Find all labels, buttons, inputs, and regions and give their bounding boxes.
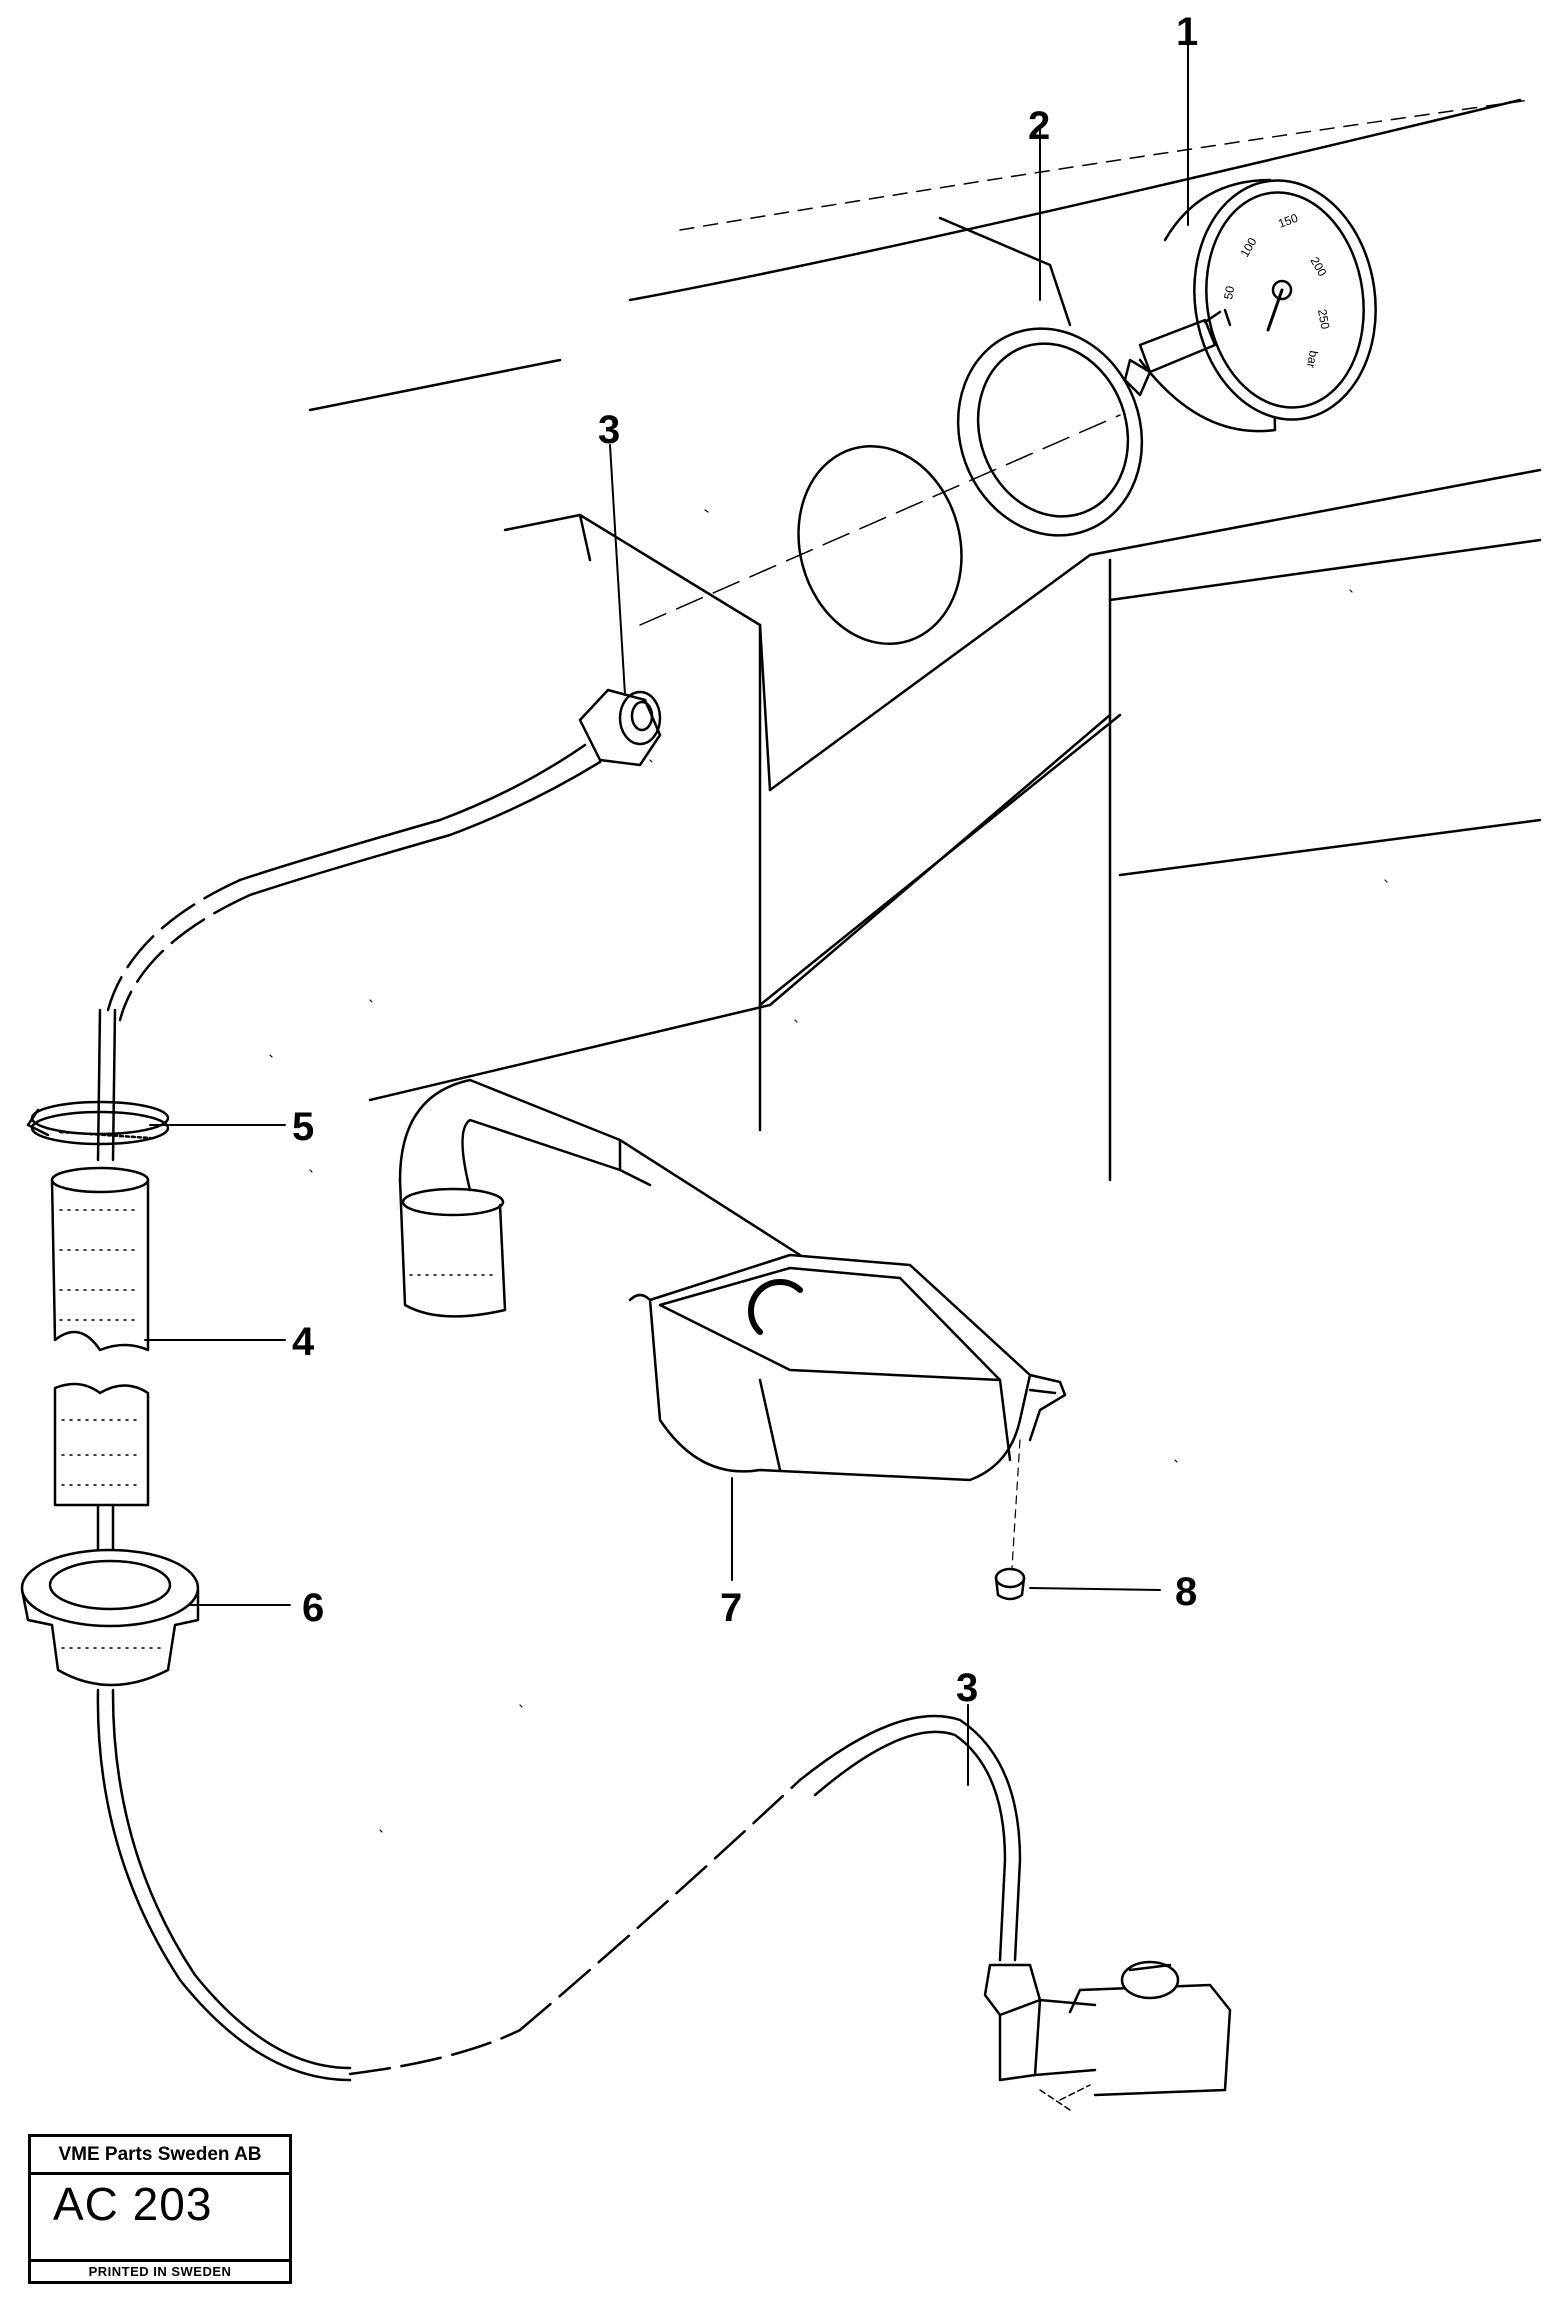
title-block: VME Parts Sweden AB AC 203 PRINTED IN SW… <box>28 2134 292 2284</box>
hose-upper <box>96 743 602 1162</box>
pressure-gauge: 100 150 200 50 250 bar <box>1123 178 1377 433</box>
hose-clamp <box>26 1100 170 1146</box>
printed-note: PRINTED IN SWEDEN <box>31 2259 289 2281</box>
drawing-code: AC 203 <box>53 2178 213 2230</box>
gauge-holder <box>398 1078 1067 1482</box>
svg-text:bar: bar <box>1304 349 1321 369</box>
protective-sleeve-upper <box>50 1166 150 1352</box>
svg-text:50: 50 <box>1221 285 1237 301</box>
gauge-hole <box>797 444 963 646</box>
callout-nut: 8 <box>1175 1570 1198 1614</box>
hose-nut-upper <box>578 688 662 767</box>
mounting-ring <box>956 327 1144 537</box>
hose-lower <box>96 1688 1232 2111</box>
leader-lines <box>144 39 1189 1786</box>
callout-gauge: 1 <box>1176 10 1199 54</box>
callout-hose-upper: 3 <box>598 408 621 452</box>
protective-sleeve-lower <box>53 1382 150 1562</box>
callout-hose-lower: 3 <box>956 1666 979 1710</box>
svg-text:250: 250 <box>1315 308 1332 330</box>
rubber-grommet <box>20 1548 200 1687</box>
dashboard-outline <box>308 98 1542 1182</box>
small-nut <box>994 1439 1026 1601</box>
callout-sleeve: 4 <box>292 1320 315 1364</box>
callout-grommet: 6 <box>302 1586 325 1630</box>
svg-text:150: 150 <box>1276 211 1300 231</box>
callout-clamp: 5 <box>292 1105 315 1149</box>
callout-ring: 2 <box>1028 104 1051 148</box>
callout-holder: 7 <box>720 1586 743 1630</box>
company-name: VME Parts Sweden AB <box>31 2137 289 2175</box>
